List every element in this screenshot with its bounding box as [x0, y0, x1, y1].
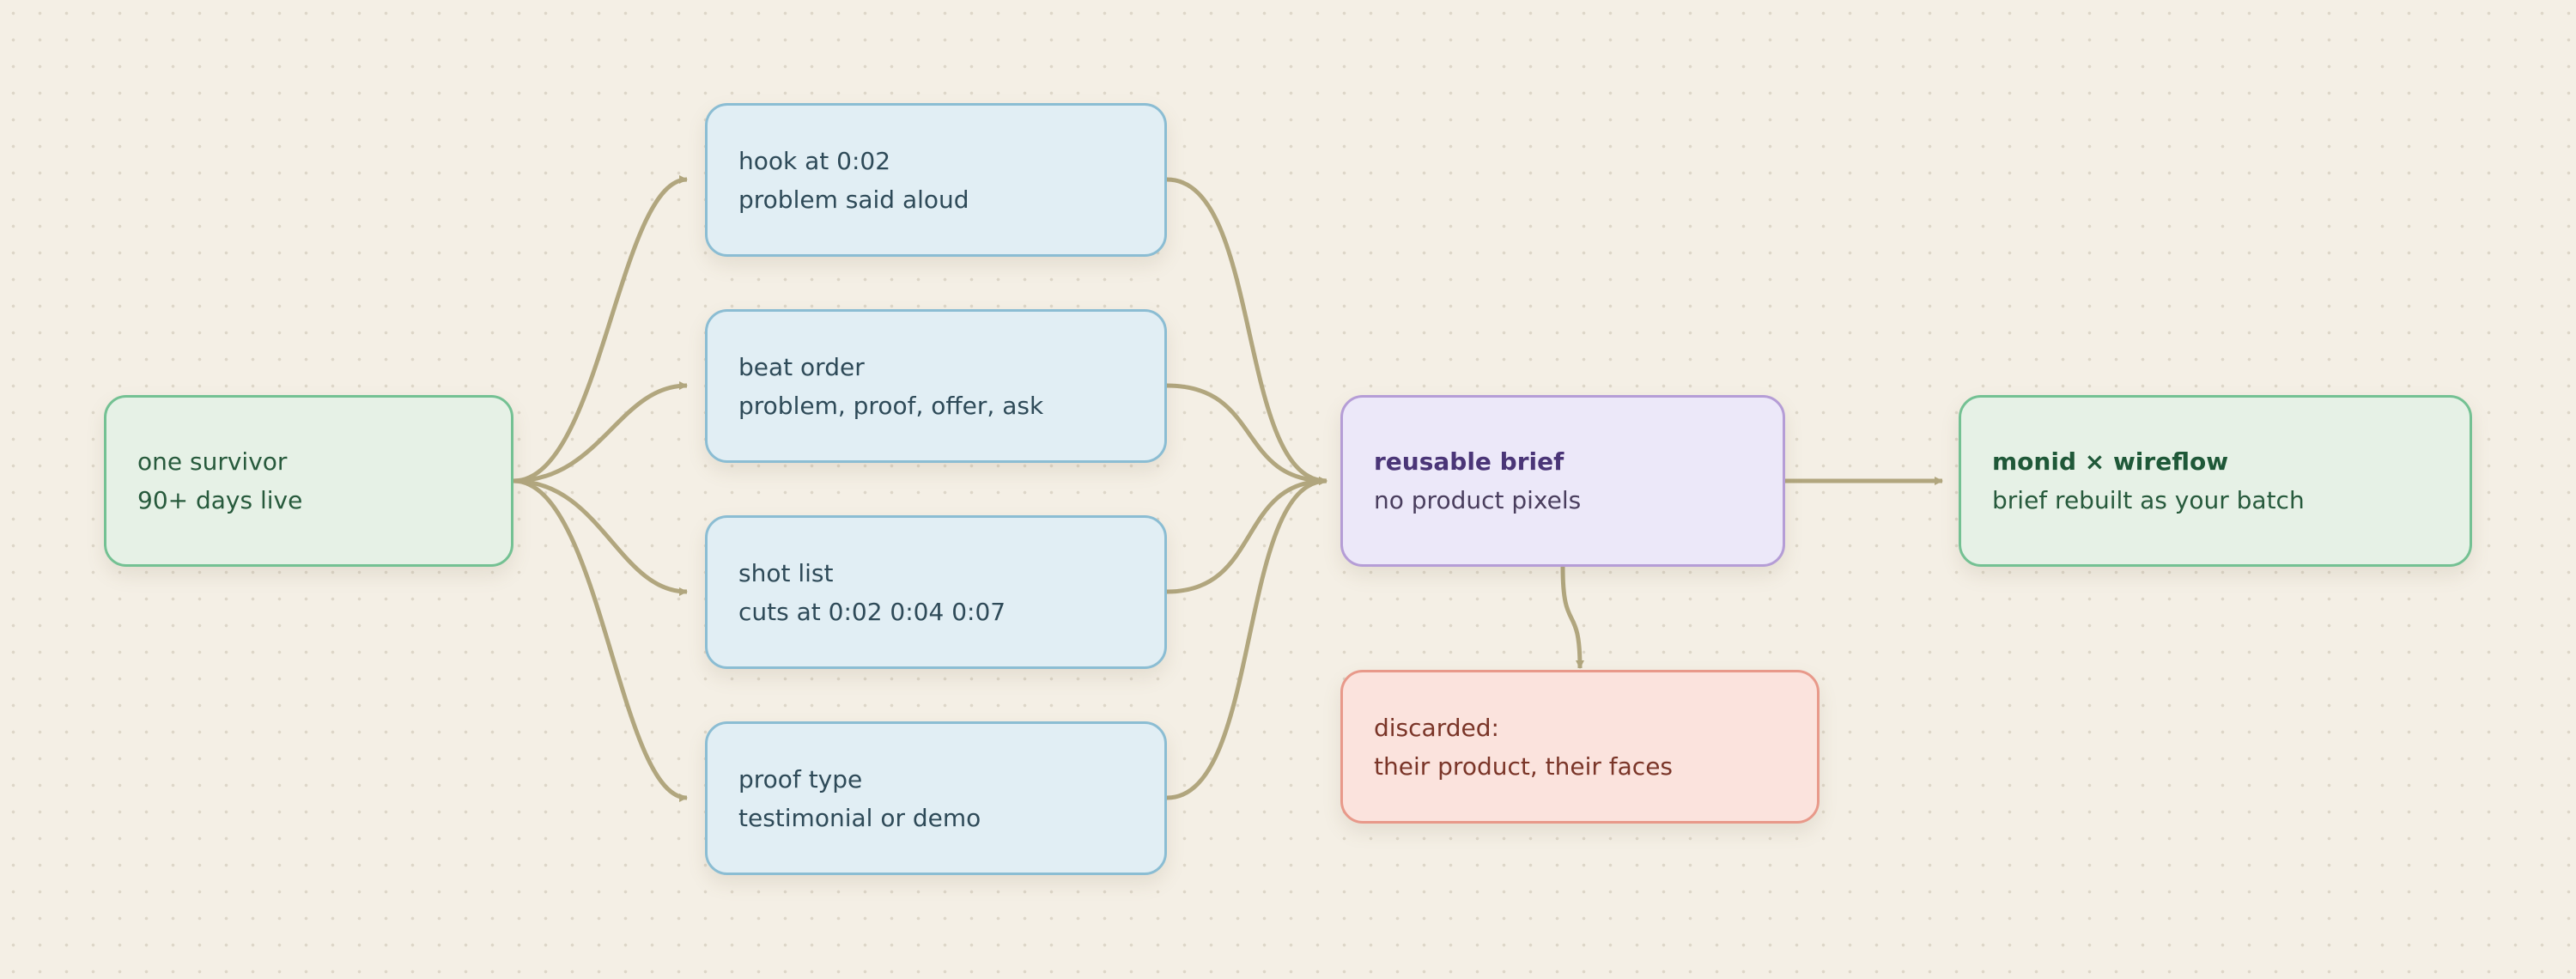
node-beat-order[interactable]: beat order problem, proof, offer, ask [705, 309, 1167, 463]
node-subtitle: no product pixels [1374, 486, 1582, 514]
edge-survivor-to-shots [513, 478, 688, 596]
node-proof-type[interactable]: proof type testimonial or demo [705, 721, 1167, 875]
node-hook[interactable]: hook at 0:02 problem said aloud [705, 103, 1167, 257]
edge-survivor-to-proof [513, 478, 688, 802]
node-title: one survivor [137, 447, 288, 476]
node-title: hook at 0:02 [738, 146, 891, 175]
node-subtitle: testimonial or demo [738, 803, 981, 832]
edge-hook-to-brief [1166, 177, 1327, 485]
node-output-batch[interactable]: monid × wireflow brief rebuilt as your b… [1959, 395, 2472, 567]
node-shot-list[interactable]: shot list cuts at 0:02 0:04 0:07 [705, 515, 1167, 669]
edge-shots-to-brief [1166, 477, 1327, 594]
node-subtitle: their product, their faces [1374, 751, 1674, 781]
edge-proof-to-brief [1166, 477, 1327, 800]
edge-beat-to-brief [1166, 383, 1327, 485]
node-reusable-brief[interactable]: reusable brief no product pixels [1340, 395, 1785, 567]
node-subtitle: problem, proof, offer, ask [738, 391, 1044, 420]
node-title: shot list [738, 558, 834, 587]
node-subtitle: 90+ days live [137, 486, 303, 514]
node-one-survivor[interactable]: one survivor 90+ days live [104, 395, 513, 567]
node-discarded[interactable]: discarded: their product, their faces [1340, 670, 1820, 824]
edge-survivor-to-beat [513, 381, 688, 483]
node-title: beat order [738, 352, 865, 381]
edge-brief-to-discarded [1560, 566, 1584, 669]
node-title: discarded: [1374, 713, 1499, 742]
node-subtitle: cuts at 0:02 0:04 0:07 [738, 597, 1006, 626]
node-title: reusable brief [1374, 447, 1564, 476]
node-title: proof type [738, 764, 863, 794]
node-subtitle: brief rebuilt as your batch [1992, 486, 2305, 514]
edge-survivor-to-hook [513, 175, 688, 483]
node-title: monid × wireflow [1992, 447, 2229, 476]
node-subtitle: problem said aloud [738, 185, 969, 214]
